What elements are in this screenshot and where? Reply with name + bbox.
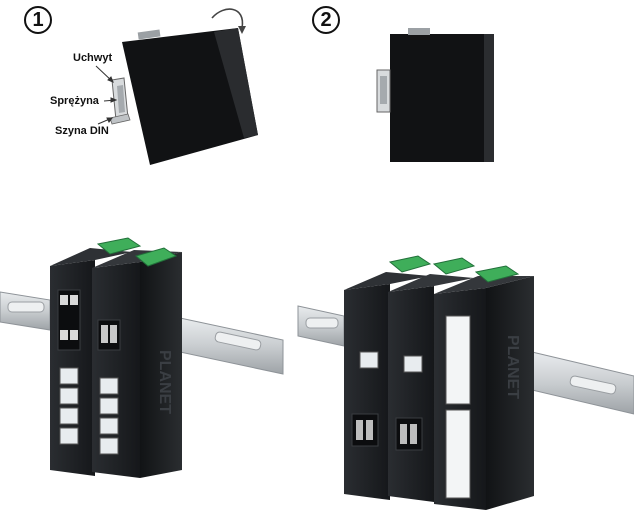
switch-left-2: PLANET bbox=[92, 237, 182, 478]
converter-right-1 bbox=[344, 255, 432, 500]
step1-device bbox=[109, 28, 258, 165]
pointer-arrow-icon bbox=[95, 65, 118, 125]
step-2-badge: 2 bbox=[312, 6, 340, 34]
switch-right-3: PLANET bbox=[434, 265, 534, 510]
brand-text-right: PLANET bbox=[504, 335, 521, 399]
rotate-arrow-icon bbox=[211, 8, 244, 29]
din-rail-left bbox=[0, 291, 284, 375]
rotate-arrow-head-icon bbox=[238, 26, 246, 34]
label-din-rail: Szyna DIN bbox=[55, 125, 109, 137]
din-rail-right bbox=[297, 305, 634, 415]
label-bracket: Uchwyt bbox=[73, 52, 113, 64]
converter-right-2 bbox=[388, 257, 476, 502]
step2-device bbox=[376, 28, 494, 162]
label-spring: Sprężyna bbox=[50, 95, 99, 107]
brand-text-left: PLANET bbox=[156, 350, 173, 414]
switch-left-1 bbox=[50, 248, 132, 476]
step-1-badge: 1 bbox=[24, 6, 52, 34]
